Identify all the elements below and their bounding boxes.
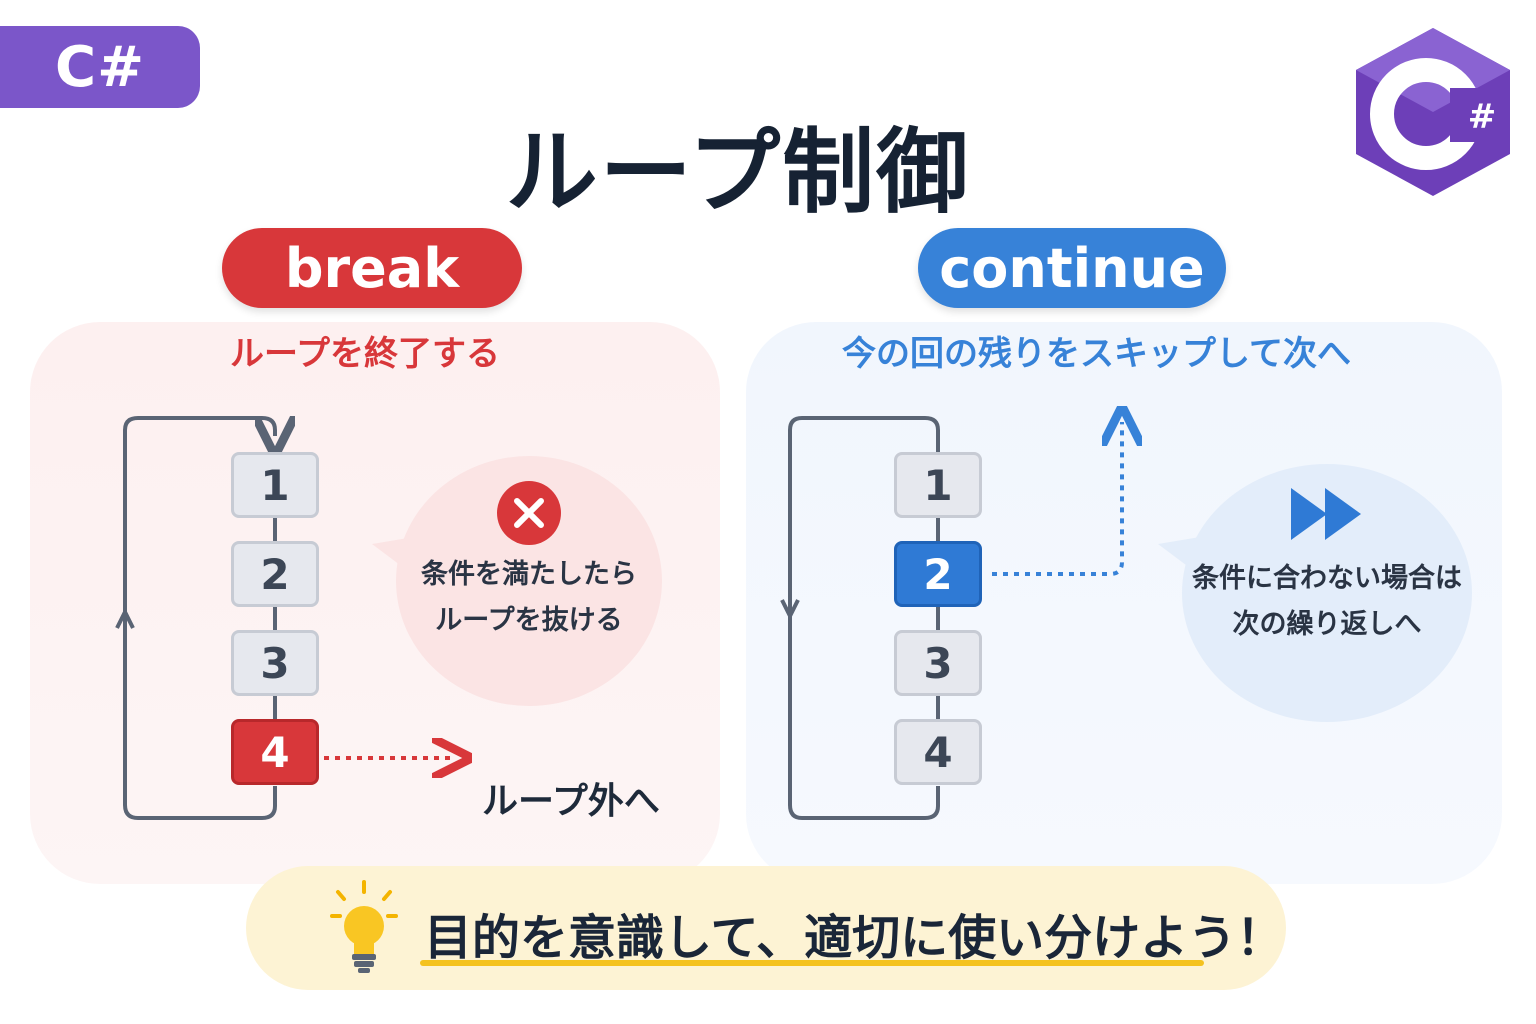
break-step-1: 1 (231, 452, 319, 518)
break-step-4-highlight: 4 (231, 719, 319, 785)
continue-step-2-highlight: 2 (894, 541, 982, 607)
continue-bubble-line1: 条件に合わない場合は (1192, 563, 1462, 594)
continue-skip-arrow (992, 422, 1122, 576)
lightbulb-icon (330, 880, 398, 973)
break-label: break (222, 228, 522, 308)
break-subtitle: ループを終了する (230, 334, 500, 374)
continue-subtitle: 今の回の残りをスキップして次へ (842, 334, 1351, 374)
tip-underline (420, 960, 1204, 966)
break-step-3: 3 (231, 630, 319, 696)
break-exit-label: ループ外へ (482, 781, 660, 822)
break-step-2: 2 (231, 541, 319, 607)
language-tag: C# (0, 26, 200, 108)
tip-banner (246, 866, 1286, 990)
break-bubble-line2: ループを抜ける (435, 605, 623, 636)
logo-hash: # (1468, 97, 1497, 137)
continue-step-3: 3 (894, 630, 982, 696)
csharp-logo: # (1356, 28, 1510, 196)
page-title: ループ制御 (505, 119, 971, 226)
continue-bubble: 条件に合わない場合は 次の繰り返しへ (1182, 464, 1472, 722)
break-loop-line (123, 416, 275, 820)
break-up-arrow (115, 607, 135, 629)
break-bubble-line1: 条件を満たしたら (421, 559, 637, 590)
continue-label: continue (918, 228, 1226, 308)
continue-step-4: 4 (894, 719, 982, 785)
continue-down-arrow (780, 599, 800, 621)
close-x-icon (497, 481, 561, 545)
tip-text: 目的を意識して、適切に使い分けよう！ (424, 910, 1285, 966)
continue-step-1: 1 (894, 452, 982, 518)
break-bubble: 条件を満たしたら ループを抜ける (396, 456, 662, 706)
fast-forward-icon (1291, 488, 1361, 540)
continue-bubble-line2: 次の繰り返しへ (1232, 609, 1422, 640)
